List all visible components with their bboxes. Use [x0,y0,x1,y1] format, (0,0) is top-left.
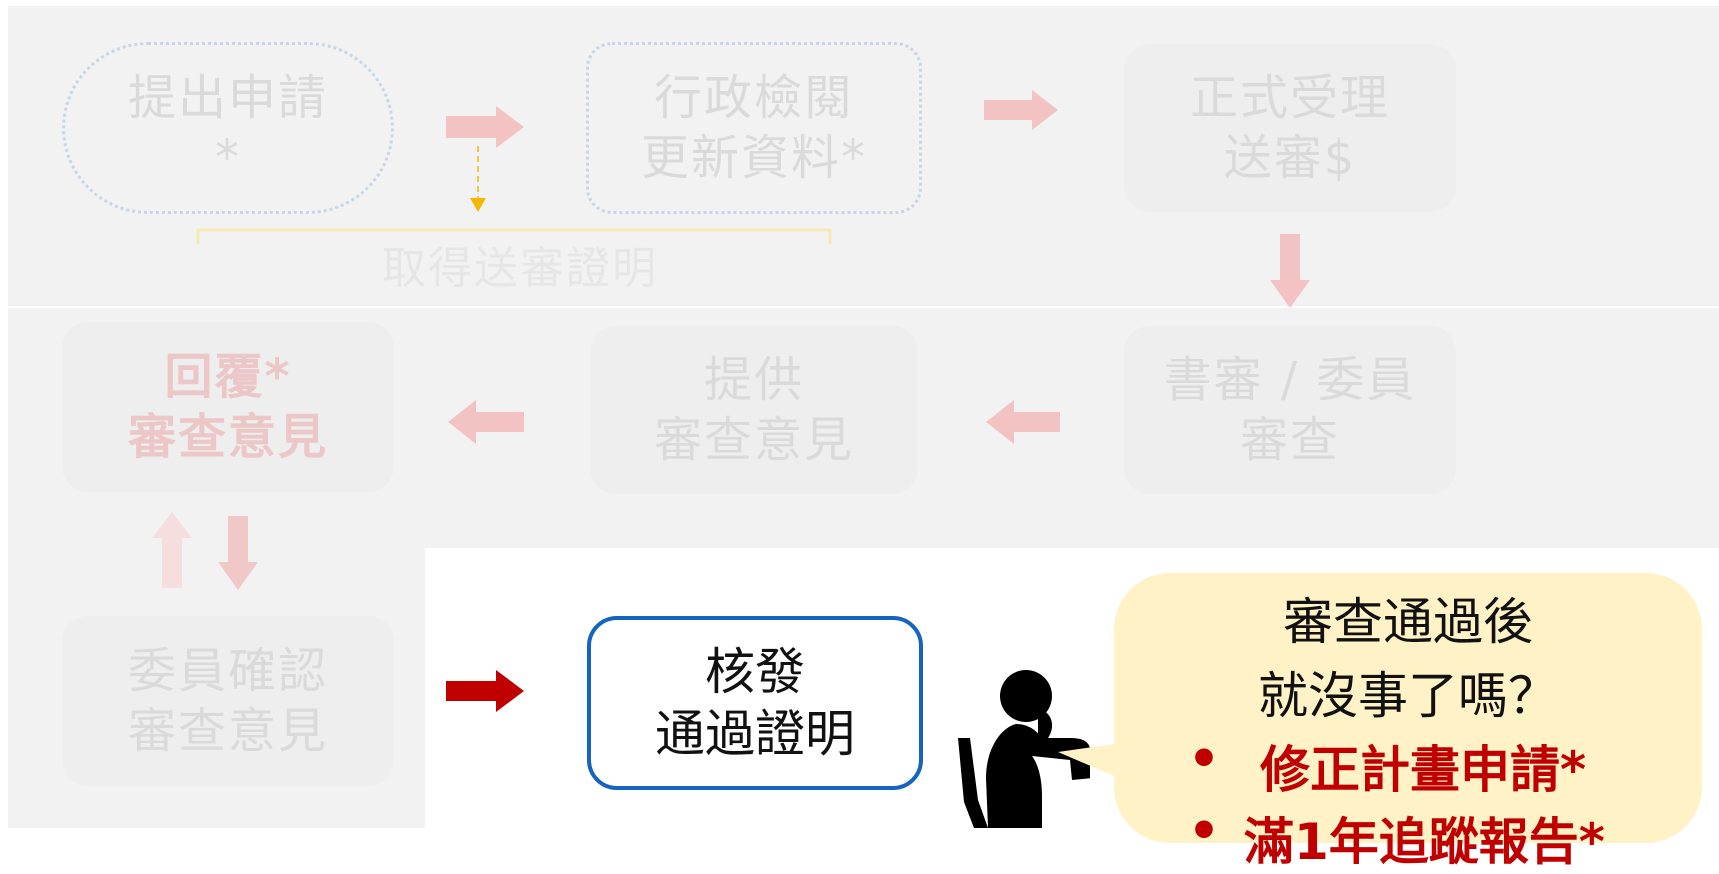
step-label-line2: 審查意見 [653,412,854,468]
step-label-line1: 核發 [705,642,805,701]
step-label-line1: 提供 [703,352,804,408]
step-provide-opinions: 提供 審查意見 [590,326,918,494]
arrow-down-icon [218,516,258,590]
step-label-line2: 審查 [1239,412,1340,468]
bullet-annual-report: 滿1年追蹤報告* [1244,813,1605,871]
bullet-amend-plan: 修正計畫申請* [1260,741,1587,799]
step-label-line2: 更新資料* [640,130,867,186]
arrow-up-icon [152,512,192,588]
step-issue-approval-certificate: 核發 通過證明 [587,616,923,790]
step-label-line1: 書審 / 委員 [1163,352,1417,408]
step-label-line1: 正式受理 [1189,70,1390,126]
step-formal-acceptance: 正式受理 送審$ [1124,44,1456,212]
proof-label: 取得送審證明 [382,242,658,294]
step-label-line2: 審查意見 [127,703,328,759]
thinking-person-icon [958,670,1090,828]
bullet-marker: • [1188,802,1220,860]
arrow-left-icon [448,400,524,444]
step-label-line1: 行政檢閱 [653,70,854,126]
bracket-line [196,228,832,244]
step-label-line2: 通過證明 [655,705,855,763]
bullet-marker: • [1188,730,1220,788]
step-committee-confirm: 委員確認 審查意見 [62,616,394,786]
callout-question-line1: 審查通過後 [1283,593,1533,651]
arrow-down-icon [1270,234,1310,308]
step-label-line2: 審查意見 [127,409,328,465]
callout-tail [1058,742,1128,782]
arrow-right-icon [984,90,1058,130]
step-admin-review: 行政檢閱 更新資料* [586,42,922,214]
step-label-line1: 回覆* [164,349,292,405]
callout-question-line2: 就沒事了嗎？ [1258,667,1558,725]
step-reply-opinions: 回覆* 審查意見 [62,322,394,492]
dashed-arrow-down-icon [470,146,486,212]
question-callout [1114,573,1702,843]
step-label-line1: 提出申請 [127,70,328,126]
step-submit-application: 提出申請 * [62,42,394,214]
step-label-line1: 委員確認 [127,643,328,699]
arrow-right-icon [446,106,524,148]
step-label-line2: * [215,130,241,186]
arrow-left-icon [986,400,1060,444]
arrow-right-icon [446,670,524,712]
step-label-line2: 送審$ [1223,130,1357,186]
step-committee-review: 書審 / 委員 審查 [1124,326,1456,494]
